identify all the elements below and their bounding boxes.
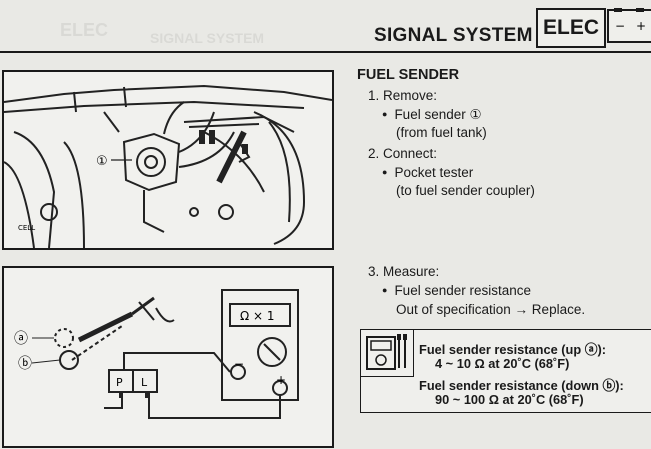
spec-down-value: 90 ~ 100 Ω at 20˚C (68˚F) [435,392,584,407]
coupler-pin-l: L [141,376,148,389]
bleed-through-text: SIGNAL SYSTEM [150,30,265,46]
ohmmeter-icon [361,330,414,377]
step-1-label: 1. Remove: [368,88,438,103]
section-title: FUEL SENDER [357,67,460,83]
step-3-detail: Out of specification → Replace. [396,302,586,317]
section-tab: ELEC [536,8,606,48]
fuel-tank-figure: ① CELL [2,70,334,250]
callout-fuel-sender: ① [96,154,108,169]
section-tab-label: ELEC [542,16,599,39]
battery-plus-label: + [636,19,646,33]
float-label-down: ⓑ [18,356,32,372]
spec-box: Fuel sender resistance (up ⓐ): 4 ~ 10 Ω … [360,329,651,413]
meter-minus-label: − [234,357,244,371]
coupler-pin-p: P [116,376,123,389]
battery-icon: − + [606,8,651,44]
step-1-bullet: Fuel sender ① [382,106,481,125]
spec-up-label: Fuel sender resistance (up ⓐ): [419,342,607,357]
spec-up-value: 4 ~ 10 Ω at 20˚C (68˚F) [435,356,570,371]
step-2-detail: (to fuel sender coupler) [396,183,535,198]
meter-display-label: Ω × 1 [240,309,275,323]
float-label-up: ⓐ [14,331,28,347]
step-3-bullet: Fuel sender resistance [382,282,531,301]
battery-minus-label: − [615,19,625,33]
header-rule [0,51,651,53]
step-1-detail: (from fuel tank) [396,125,487,140]
small-part-label: CELL [18,224,35,232]
step-3-label: 3. Measure: [368,264,440,279]
step-2-bullet: Pocket tester [382,164,473,183]
resistance-test-illustration: Ω × 1 − + ⓐ ⓑ P L [14,289,299,419]
meter-plus-label: + [276,373,286,387]
bleed-through-tab: ELEC [60,20,109,40]
step-2-label: 2. Connect: [368,146,438,161]
resistance-test-figure: Ω × 1 − + ⓐ ⓑ P L [2,266,334,448]
spec-down-label: Fuel sender resistance (down ⓑ): [419,378,624,393]
page-title: SIGNAL SYSTEM [374,25,533,46]
fuel-tank-illustration: ① CELL [4,84,332,248]
